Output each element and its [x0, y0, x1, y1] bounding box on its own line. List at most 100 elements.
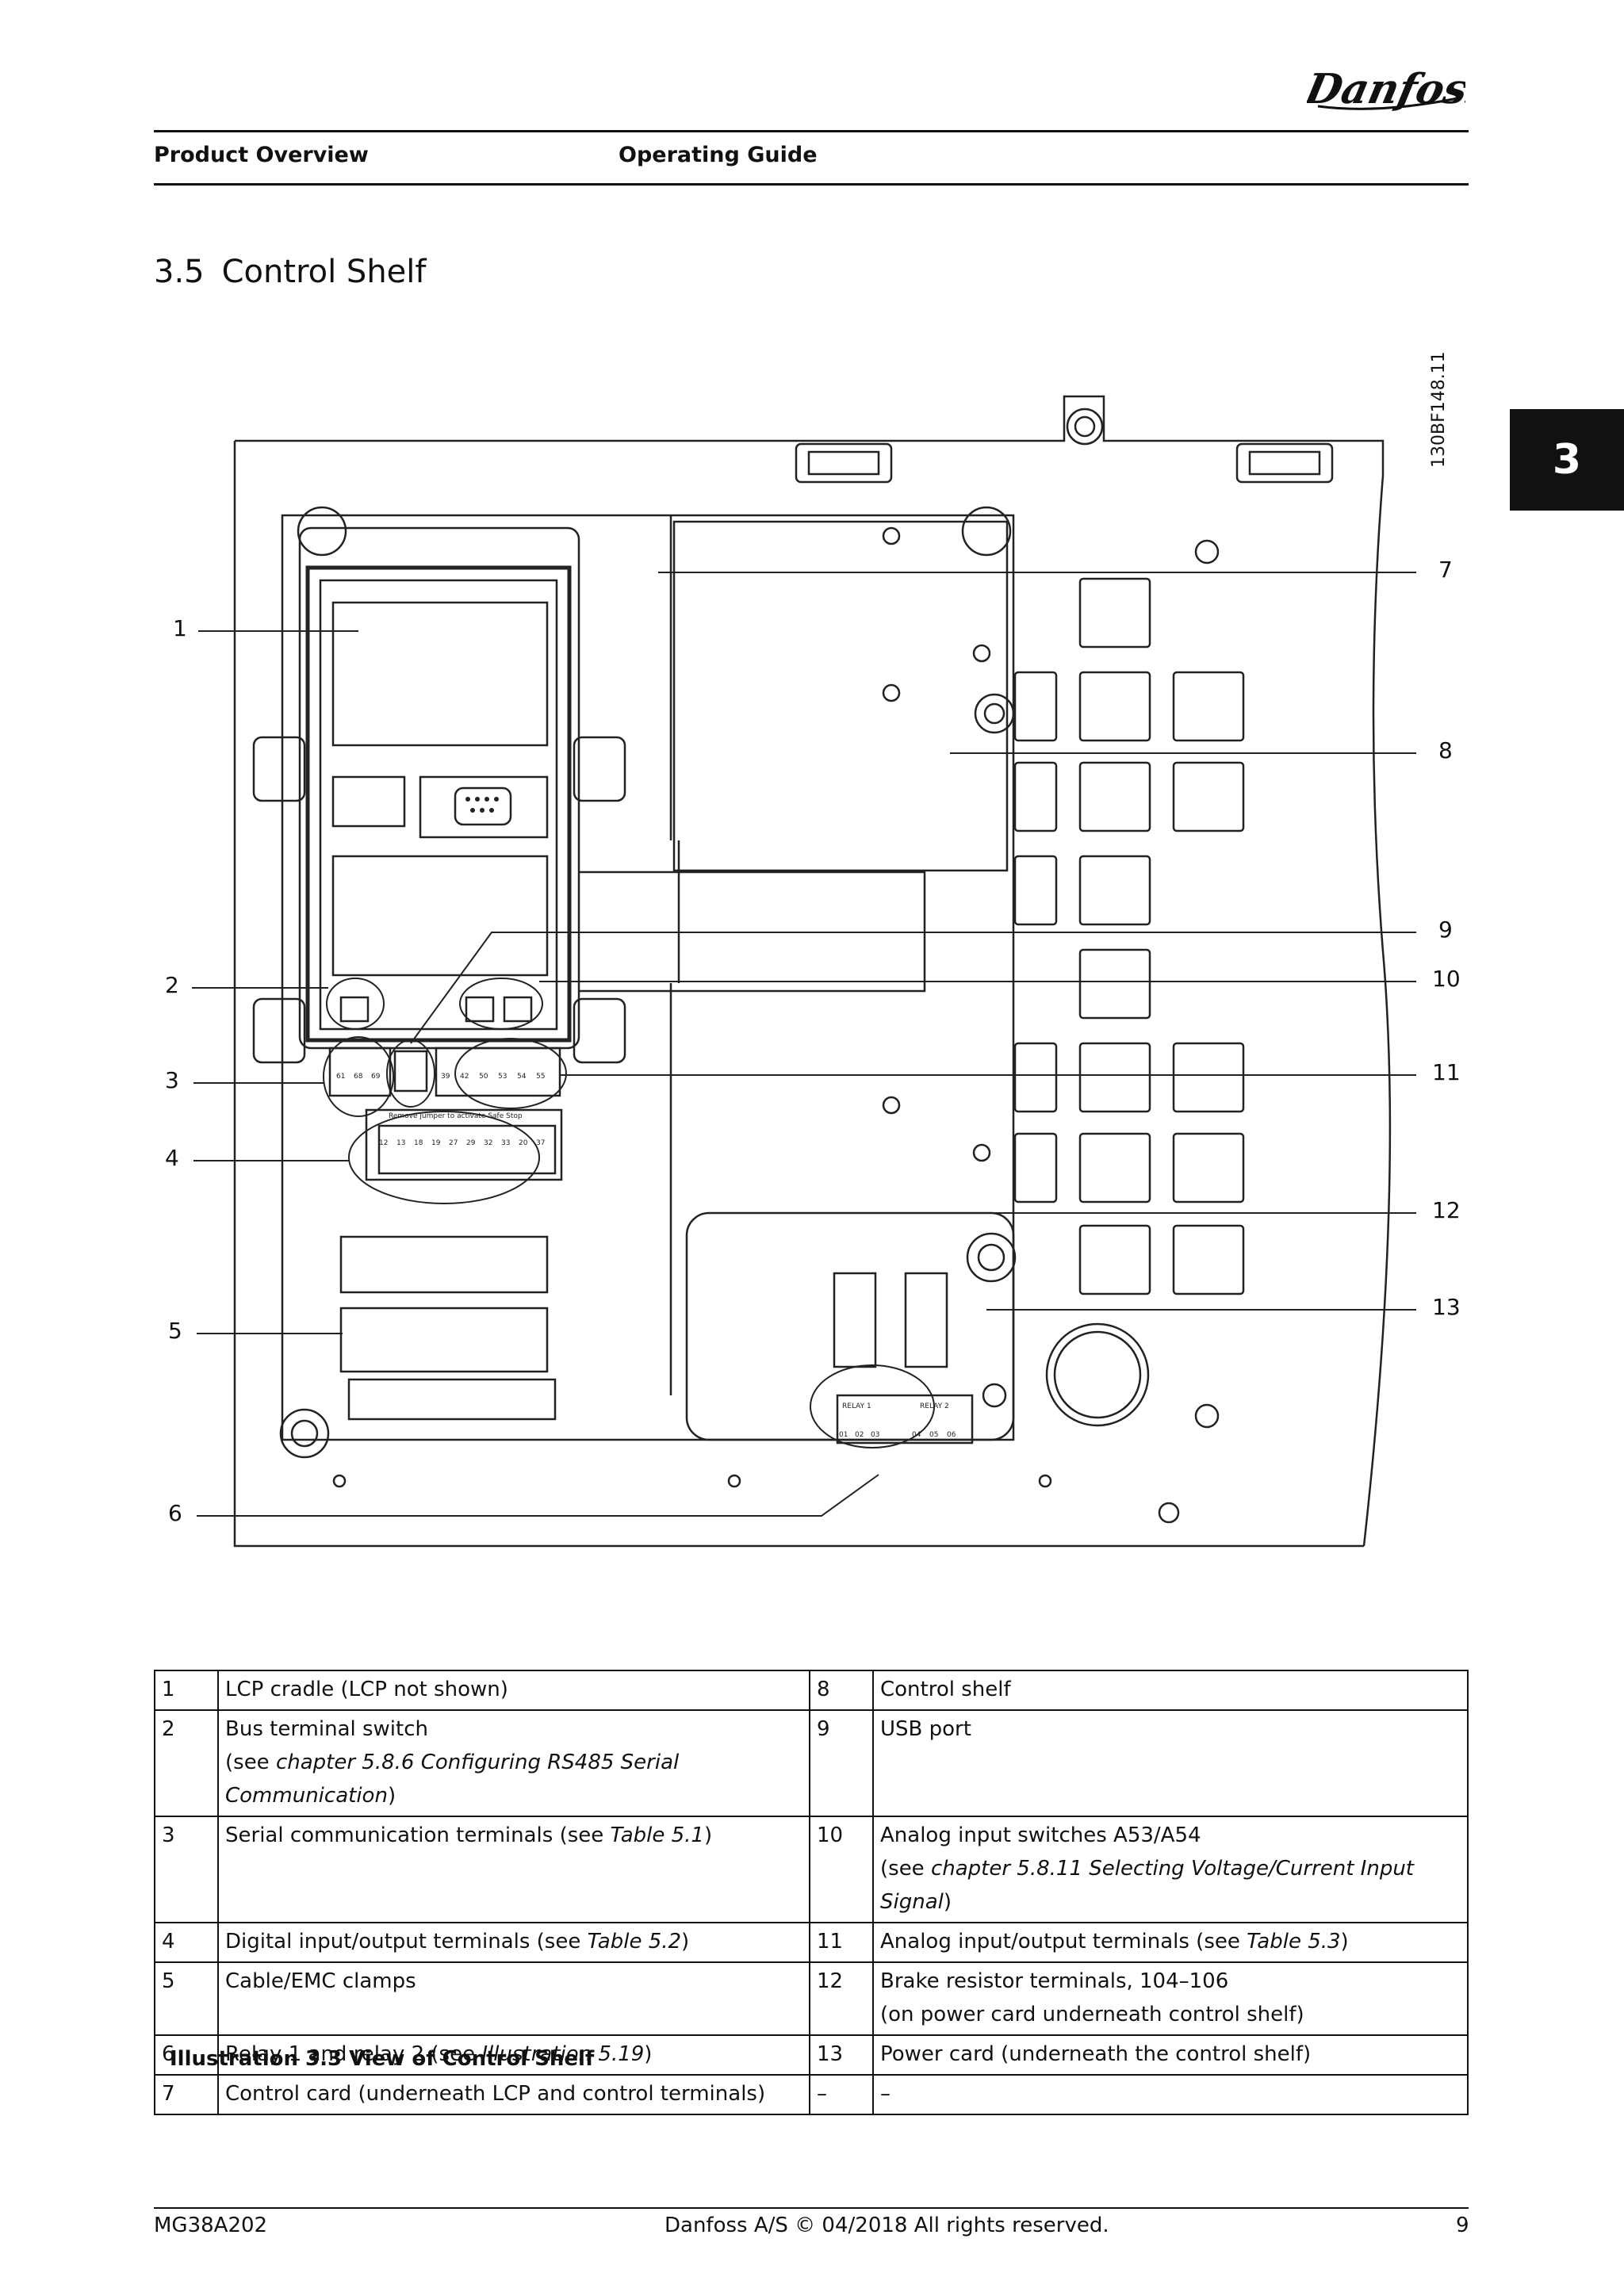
terminal-55: 55 [536, 1073, 545, 1081]
terminal-37: 37 [536, 1139, 545, 1147]
chapter-tab: 3 [1510, 409, 1624, 511]
relay1-pin-03: 03 [871, 1431, 879, 1439]
section-heading: 3.5 Control Shelf [154, 254, 426, 290]
legend-num: 13 [809, 2034, 874, 2076]
terminal-29: 29 [466, 1139, 476, 1147]
legend-desc: Power card (underneath the control shelf… [872, 2034, 1469, 2076]
legend-desc: Serial communication terminals (see Tabl… [217, 1816, 810, 1923]
terminal-13: 13 [396, 1139, 405, 1147]
legend-desc: Digital input/output terminals (see Tabl… [217, 1922, 810, 1963]
legend-row: 1 LCP cradle (LCP not shown) 8 Control s… [154, 1670, 1469, 1711]
legend-row: 7 Control card (underneath LCP and contr… [154, 2074, 1469, 2115]
footer-rule [154, 2207, 1469, 2209]
terminal-32: 32 [484, 1139, 492, 1147]
legend-table: 1 LCP cradle (LCP not shown) 8 Control s… [154, 1670, 1469, 2115]
legend-desc: Control card (underneath LCP and control… [217, 2074, 810, 2115]
terminal-18: 18 [414, 1139, 423, 1147]
legend-desc-ref: (on power card underneath control shelf) [880, 2003, 1304, 2026]
safe-stop-note: Remove jumper to activate Safe Stop [389, 1112, 523, 1120]
header-top-rule [154, 130, 1469, 132]
legend-desc-main: Brake resistor terminals, 104–106 [880, 1969, 1229, 1993]
terminal-61: 61 [336, 1073, 345, 1081]
terminal-53: 53 [498, 1073, 507, 1081]
legend-num: 8 [809, 1670, 874, 1711]
terminal-68: 68 [354, 1073, 363, 1081]
relay2-pin-04: 04 [912, 1431, 921, 1439]
callout-2: 2 [165, 972, 179, 998]
legend-row: 6 Relay 1 and relay 2 (see Illustration … [154, 2034, 1469, 2076]
legend-desc: Brake resistor terminals, 104–106 (on po… [872, 1961, 1469, 2036]
legend-desc: LCP cradle (LCP not shown) [217, 1670, 810, 1711]
relay1-pin-01: 01 [839, 1431, 848, 1439]
terminal-50: 50 [479, 1073, 488, 1081]
legend-num: 9 [809, 1709, 874, 1817]
callout-6: 6 [168, 1500, 182, 1526]
legend-desc-main: Analog input switches A53/A54 [880, 1823, 1201, 1847]
legend-row: 2 Bus terminal switch (see chapter 5.8.6… [154, 1709, 1469, 1817]
legend-desc: – [872, 2074, 1469, 2115]
legend-num: 1 [154, 1670, 219, 1711]
legend-num: – [809, 2074, 874, 2115]
footer-copyright: Danfoss A/S © 04/2018 All rights reserve… [665, 2214, 1109, 2237]
legend-desc: Bus terminal switch (see chapter 5.8.6 C… [217, 1709, 810, 1817]
callout-4: 4 [165, 1145, 179, 1171]
legend-desc: Cable/EMC clamps [217, 1961, 810, 2036]
figure-caption: Illustration 3.3 View of Control Shelf [170, 2047, 595, 2071]
relay2-label: RELAY 2 [920, 1402, 949, 1410]
svg-text:Danfoss: Danfoss [1307, 66, 1465, 113]
relay2-pin-06: 06 [947, 1431, 956, 1439]
legend-desc-ref: (see chapter 5.8.11 Selecting Voltage/Cu… [880, 1857, 1414, 1914]
relay2-pin-05: 05 [929, 1431, 938, 1439]
legend-num: 2 [154, 1709, 219, 1817]
terminal-20: 20 [519, 1139, 528, 1147]
legend-row: 4 Digital input/output terminals (see Ta… [154, 1922, 1469, 1963]
page-number: 9 [1456, 2214, 1469, 2237]
legend-desc: Relay 1 and relay 2 (see Illustration 5.… [217, 2034, 810, 2076]
legend-num: 3 [154, 1816, 219, 1923]
callout-10: 10 [1432, 966, 1461, 992]
callout-5: 5 [168, 1318, 182, 1344]
section-title: Control Shelf [221, 254, 427, 290]
legend-num: 6 [154, 2034, 219, 2076]
legend-desc: Control shelf [872, 1670, 1469, 1711]
terminal-19: 19 [431, 1139, 441, 1147]
callout-7: 7 [1438, 557, 1453, 583]
callout-1: 1 [173, 615, 187, 641]
terminal-33: 33 [501, 1139, 510, 1147]
terminal-54: 54 [517, 1073, 527, 1081]
legend-num: 7 [154, 2074, 219, 2115]
header-center: Operating Guide [619, 143, 818, 167]
callout-9: 9 [1438, 916, 1453, 943]
callout-8: 8 [1438, 737, 1453, 763]
callout-11: 11 [1432, 1059, 1461, 1085]
relay1-label: RELAY 1 [842, 1402, 871, 1410]
section-number: 3.5 [154, 254, 205, 290]
legend-desc-ref: (see chapter 5.8.6 Configuring RS485 Ser… [225, 1751, 680, 1808]
relay1-pin-02: 02 [855, 1431, 864, 1439]
legend-num: 5 [154, 1961, 219, 2036]
terminal-39: 39 [441, 1073, 450, 1081]
terminal-labels: 61 68 69 39 42 50 53 54 55 Remove jumper… [336, 1073, 956, 1439]
legend-desc-main: Bus terminal switch [225, 1717, 429, 1741]
footer-doc-number: MG38A202 [154, 2214, 268, 2237]
callout-3: 3 [165, 1067, 179, 1093]
legend-desc: Analog input switches A53/A54 (see chapt… [872, 1816, 1469, 1923]
terminal-12: 12 [379, 1139, 388, 1147]
legend-num: 10 [809, 1816, 874, 1923]
terminal-69: 69 [371, 1073, 381, 1081]
callout-13: 13 [1432, 1294, 1461, 1320]
legend-desc: USB port [872, 1709, 1469, 1817]
danfoss-logo: Danfoss [1307, 66, 1465, 113]
header-bottom-rule [154, 183, 1469, 186]
legend-row: 3 Serial communication terminals (see Ta… [154, 1816, 1469, 1923]
control-shelf-drawing [192, 395, 1416, 1548]
legend-num: 12 [809, 1961, 874, 2036]
header-left: Product Overview [154, 143, 369, 167]
legend-desc: Analog input/output terminals (see Table… [872, 1922, 1469, 1963]
legend-row: 5 Cable/EMC clamps 12 Brake resistor ter… [154, 1961, 1469, 2036]
terminal-27: 27 [449, 1139, 458, 1147]
legend-num: 4 [154, 1922, 219, 1963]
legend-num: 11 [809, 1922, 874, 1963]
callout-12: 12 [1432, 1197, 1461, 1223]
terminal-42: 42 [460, 1073, 469, 1081]
